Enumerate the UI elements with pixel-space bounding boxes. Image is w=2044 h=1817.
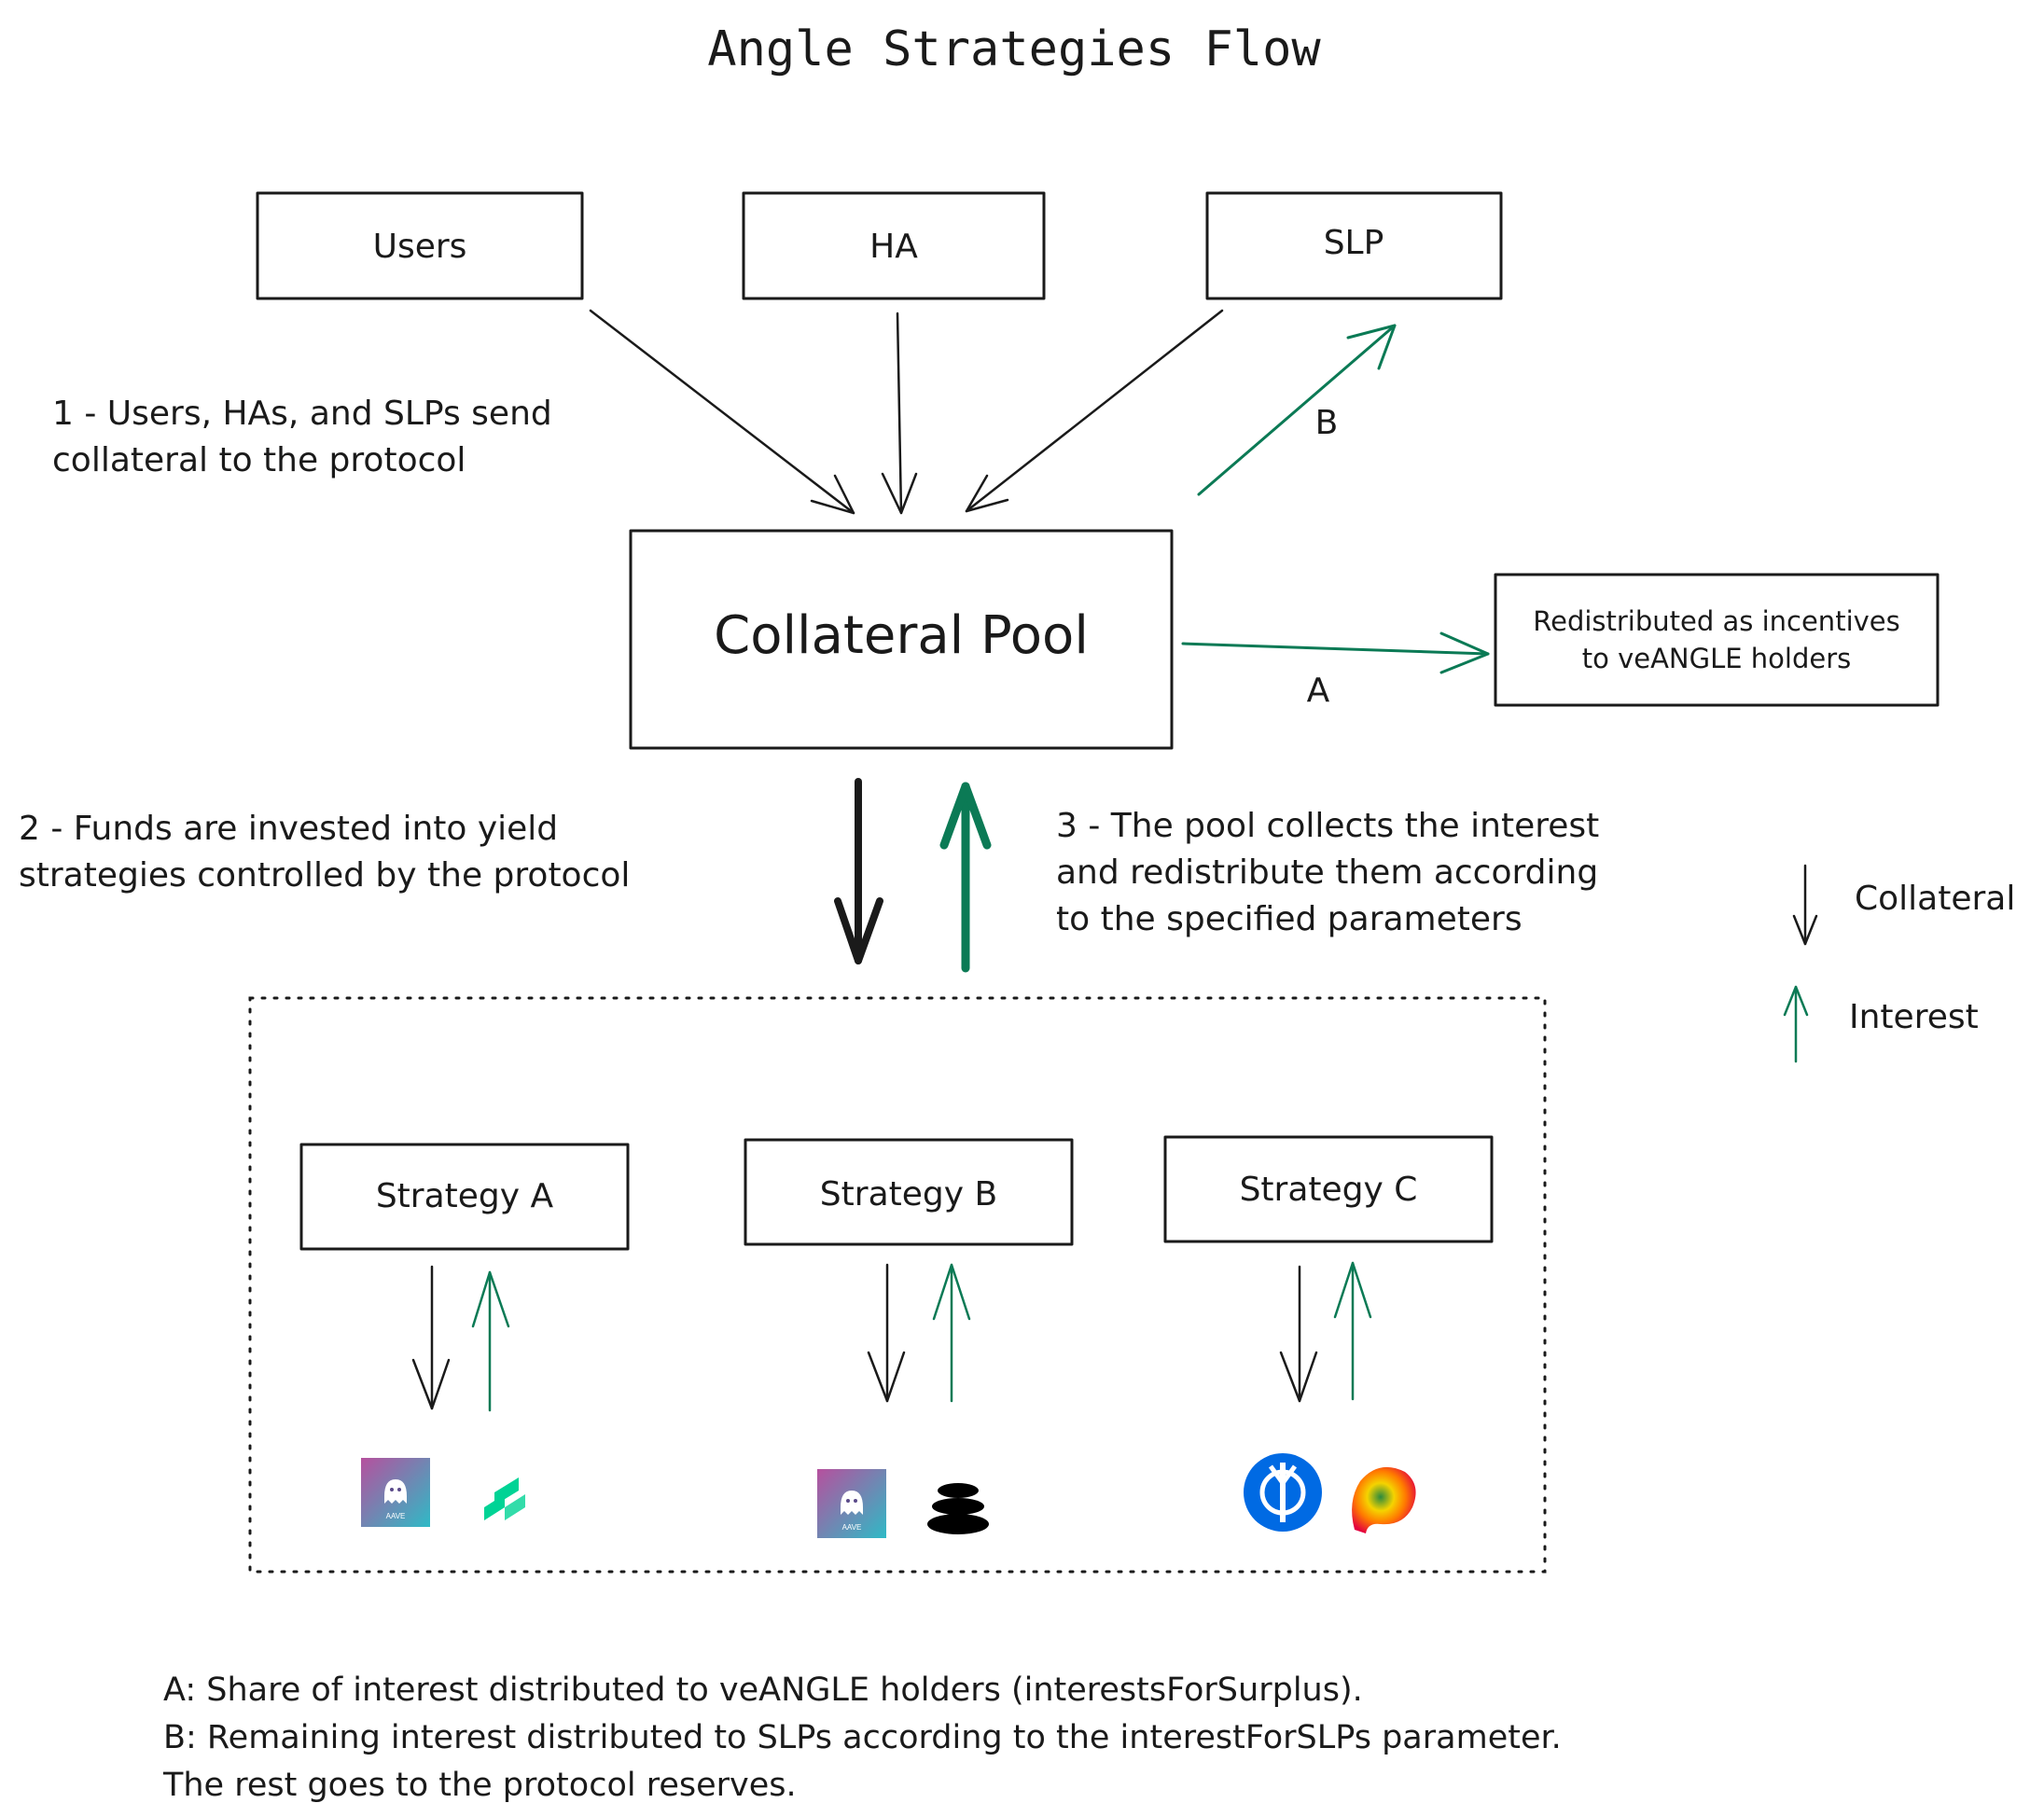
strategy-a-box: Strategy A xyxy=(299,1143,630,1251)
strategy-a-label: Strategy A xyxy=(376,1177,554,1215)
step1-line2: collateral to the protocol xyxy=(52,441,466,479)
strategy-c-collateral-arrow xyxy=(1279,1265,1318,1403)
interest-to-slp-arrow xyxy=(1197,324,1397,496)
interest-to-incentives-arrow xyxy=(1181,631,1490,674)
strategy-b-box: Strategy B xyxy=(744,1138,1074,1246)
users-box: Users xyxy=(256,191,584,300)
collateral-pool-label: Collateral Pool xyxy=(714,605,1089,666)
incentives-label-line2: to veANGLE holders xyxy=(1582,643,1852,674)
legend-interest-arrow xyxy=(1783,985,1809,1063)
legend-interest-label: Interest xyxy=(1849,998,1979,1036)
users-to-pool-arrow xyxy=(589,309,855,515)
curve-logo xyxy=(1352,1466,1416,1533)
legend-collateral-label: Collateral xyxy=(1855,880,2015,918)
incentives-box: Redistributed as incentives to veANGLE h… xyxy=(1494,573,1940,707)
strategy-b-interest-arrow xyxy=(932,1263,971,1403)
strategy-b-label: Strategy B xyxy=(820,1175,997,1214)
edge-label-b: B xyxy=(1315,404,1339,442)
incentives-label-line1: Redistributed as incentives xyxy=(1533,605,1899,637)
interest-up-arrow xyxy=(939,782,992,973)
legend: Collateral Interest xyxy=(1783,864,2015,1063)
step2-line2: strategies controlled by the protocol xyxy=(19,856,630,895)
footnote-b: B: Remaining interest distributed to SLP… xyxy=(163,1719,1562,1756)
balancer-logo xyxy=(927,1483,989,1534)
step1-line1: 1 - Users, HAs, and SLPs send xyxy=(52,395,552,433)
strategy-b-collateral-arrow xyxy=(867,1263,906,1403)
ha-label: HA xyxy=(869,228,918,266)
aave-caption-a: AAVE xyxy=(386,1512,406,1520)
step3-line2: and redistribute them according xyxy=(1056,853,1598,892)
footnote-a: A: Share of interest distributed to veAN… xyxy=(163,1671,1363,1709)
slp-to-pool-arrow xyxy=(965,309,1224,513)
yearn-logo xyxy=(1244,1453,1322,1532)
strategy-a-collateral-arrow xyxy=(411,1265,451,1410)
collateral-down-arrow xyxy=(834,778,883,964)
strategy-a-interest-arrow xyxy=(471,1270,510,1412)
collateral-pool-box: Collateral Pool xyxy=(629,529,1174,750)
edge-label-a: A xyxy=(1307,672,1330,710)
slp-label: SLP xyxy=(1324,224,1384,262)
strategies-container xyxy=(248,996,1547,1574)
step3-line3: to the specified parameters xyxy=(1056,900,1523,938)
aave-logo-b: AAVE xyxy=(817,1469,886,1538)
ha-box: HA xyxy=(742,191,1046,300)
strategy-c-box: Strategy C xyxy=(1163,1135,1494,1243)
diagram-title: Angle Strategies Flow xyxy=(707,21,1321,77)
aave-caption-b: AAVE xyxy=(842,1523,862,1532)
footnote-rest: The rest goes to the protocol reserves. xyxy=(162,1767,797,1804)
strategy-c-interest-arrow xyxy=(1333,1261,1372,1401)
step3-line1: 3 - The pool collects the interest xyxy=(1056,807,1599,845)
legend-collateral-arrow xyxy=(1792,864,1818,946)
users-label: Users xyxy=(373,228,467,266)
aave-logo-a: AAVE xyxy=(361,1458,430,1527)
ha-to-pool-arrow xyxy=(881,312,918,515)
compound-logo xyxy=(484,1477,525,1520)
slp-box: SLP xyxy=(1205,191,1503,300)
step2-line1: 2 - Funds are invested into yield xyxy=(19,810,558,848)
strategy-c-label: Strategy C xyxy=(1240,1171,1418,1209)
